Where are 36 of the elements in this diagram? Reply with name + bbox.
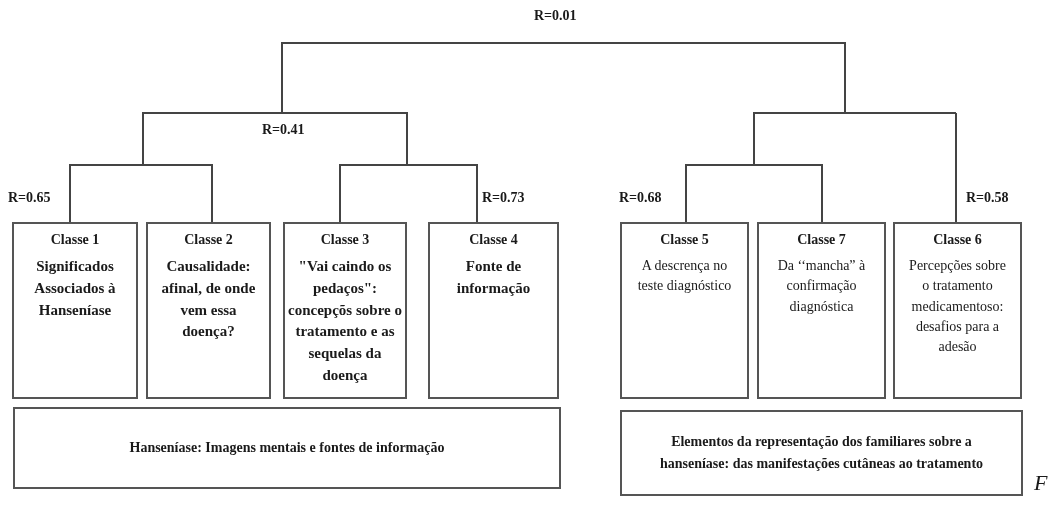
class-box bbox=[146, 222, 271, 399]
class-description: Causalidade: afinal, de onde vem essa doença? bbox=[160, 257, 257, 342]
class-title: Classe 2 bbox=[184, 232, 233, 248]
class-description: "Vai caindo os pedaços": concepçõs sobre o tratamento e as sequelas da doença bbox=[288, 257, 402, 385]
class-description: Da ‘‘mancha” à confirmação diagnóstica bbox=[776, 257, 867, 316]
correlation-label: R=0.01 bbox=[534, 8, 577, 24]
correlation-label: R=0.58 bbox=[966, 190, 1009, 206]
class-box bbox=[620, 222, 749, 399]
dendrogram-link bbox=[69, 164, 213, 223]
class-description: Percepções sobre o tratamento medicamentoso: desafios para a adesão bbox=[908, 257, 1007, 357]
correlation-label: R=0.68 bbox=[619, 190, 662, 206]
class-title: Classe 6 bbox=[933, 232, 982, 248]
class-title: Classe 1 bbox=[50, 232, 100, 248]
caption-fragment: F bbox=[1034, 470, 1048, 496]
dendrogram-link bbox=[339, 164, 478, 223]
class-title: Classe 4 bbox=[469, 232, 518, 248]
class-description: Fonte de informação bbox=[455, 257, 532, 298]
class-box bbox=[893, 222, 1022, 399]
class-box bbox=[283, 222, 407, 399]
class-title: Classe 3 bbox=[320, 232, 370, 248]
dendrogram-link bbox=[955, 112, 957, 223]
class-box bbox=[757, 222, 886, 399]
theme-box bbox=[13, 407, 561, 489]
class-box bbox=[12, 222, 138, 399]
correlation-label: R=0.73 bbox=[482, 190, 525, 206]
class-description: Significados Associados à Hanseníase bbox=[33, 257, 117, 320]
dendrogram-link bbox=[685, 164, 823, 223]
class-description: A descrença no teste diagnóstico bbox=[636, 257, 733, 296]
theme-box bbox=[620, 410, 1023, 496]
class-title: Classe 7 bbox=[797, 232, 846, 248]
class-box bbox=[428, 222, 559, 399]
class-title: Classe 5 bbox=[660, 232, 709, 248]
correlation-label: R=0.65 bbox=[8, 190, 51, 206]
theme-title: Elementos da representação dos familiares sobre a hanseníase: das manifestações cutâneas ao tratamento bbox=[658, 433, 985, 473]
correlation-label: R=0.41 bbox=[262, 122, 305, 138]
theme-title: Hanseníase: Imagens mentais e fontes de informação bbox=[129, 439, 445, 458]
